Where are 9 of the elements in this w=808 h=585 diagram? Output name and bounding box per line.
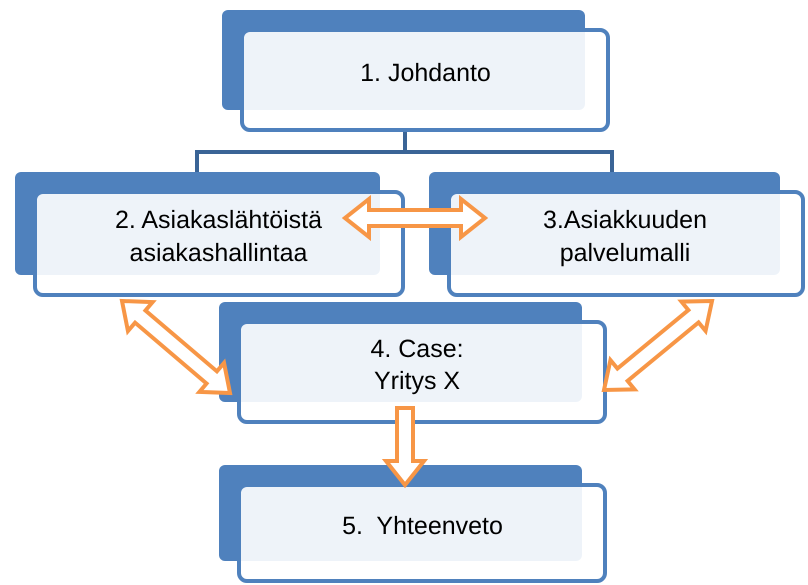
- node-label: 5. Yhteenveto: [341, 510, 504, 542]
- node-label: 2. Asiakaslähtöistä asiakashallintaa: [114, 205, 324, 268]
- block-arrow: [382, 406, 428, 488]
- block-arrow: [342, 194, 488, 242]
- node-label: 1. Johdanto: [359, 58, 492, 89]
- block-arrow: [602, 298, 714, 392]
- node-label: 4. Case: Yritys X: [369, 334, 465, 397]
- block-arrow: [120, 298, 232, 396]
- node-label: 3.Asiakkuuden palvelumalli: [542, 205, 708, 268]
